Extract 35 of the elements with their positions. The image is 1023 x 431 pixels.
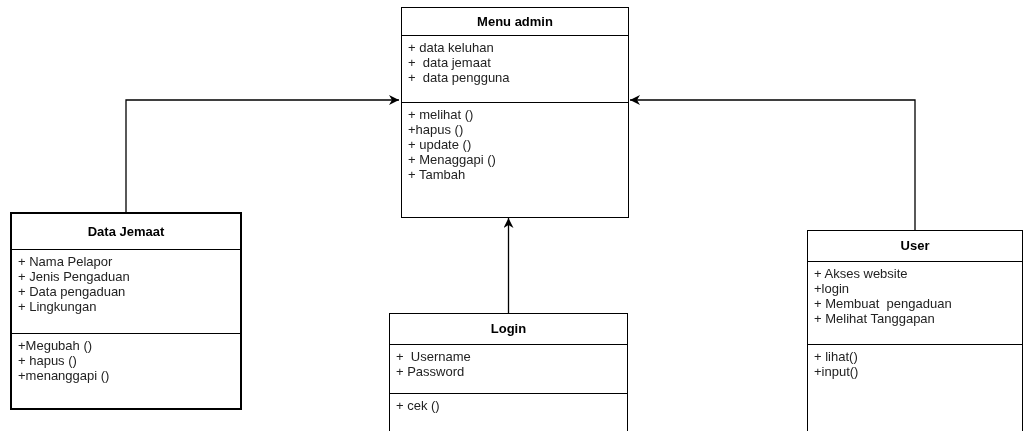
class-member: +input() — [814, 364, 859, 379]
class-member: + Username — [396, 349, 471, 364]
class-name: Menu admin — [476, 13, 554, 31]
class-name: User — [899, 237, 931, 255]
class-member: + lihat() — [814, 349, 858, 364]
class-member: + data keluhan — [408, 40, 494, 55]
class-member: + Lingkungan — [18, 299, 97, 314]
class-member: + melihat () — [408, 107, 474, 122]
class-name: Data Jemaat — [86, 223, 166, 241]
class-box — [807, 230, 1023, 431]
arrow — [125, 95, 400, 213]
class-member: + Akses website — [814, 266, 908, 281]
class-member: + Menaggapi () — [408, 152, 496, 167]
class-member: + Password — [396, 364, 465, 379]
class-member: +menanggapi () — [18, 368, 110, 383]
class-member: + Melihat Tanggapan — [814, 311, 935, 326]
class-member: + data jemaat — [408, 55, 491, 70]
class-member: + Data pengaduan — [18, 284, 126, 299]
class-member: +Megubah () — [18, 338, 93, 353]
class-member: + update () — [408, 137, 472, 152]
class-member: + hapus () — [18, 353, 77, 368]
arrow — [503, 217, 514, 314]
class-box — [389, 313, 628, 431]
class-name: Login — [489, 320, 528, 338]
class-member: +hapus () — [408, 122, 464, 137]
class-member: + data pengguna — [408, 70, 510, 85]
class-box — [10, 212, 242, 410]
class-member: +login — [814, 281, 850, 296]
class-box — [401, 7, 629, 218]
arrow — [629, 95, 916, 231]
class-member: + Tambah — [408, 167, 466, 182]
class-member: + cek () — [396, 398, 440, 413]
class-member: + Membuat pengaduan — [814, 296, 952, 311]
class-member: + Nama Pelapor — [18, 254, 113, 269]
class-member: + Jenis Pengaduan — [18, 269, 130, 284]
